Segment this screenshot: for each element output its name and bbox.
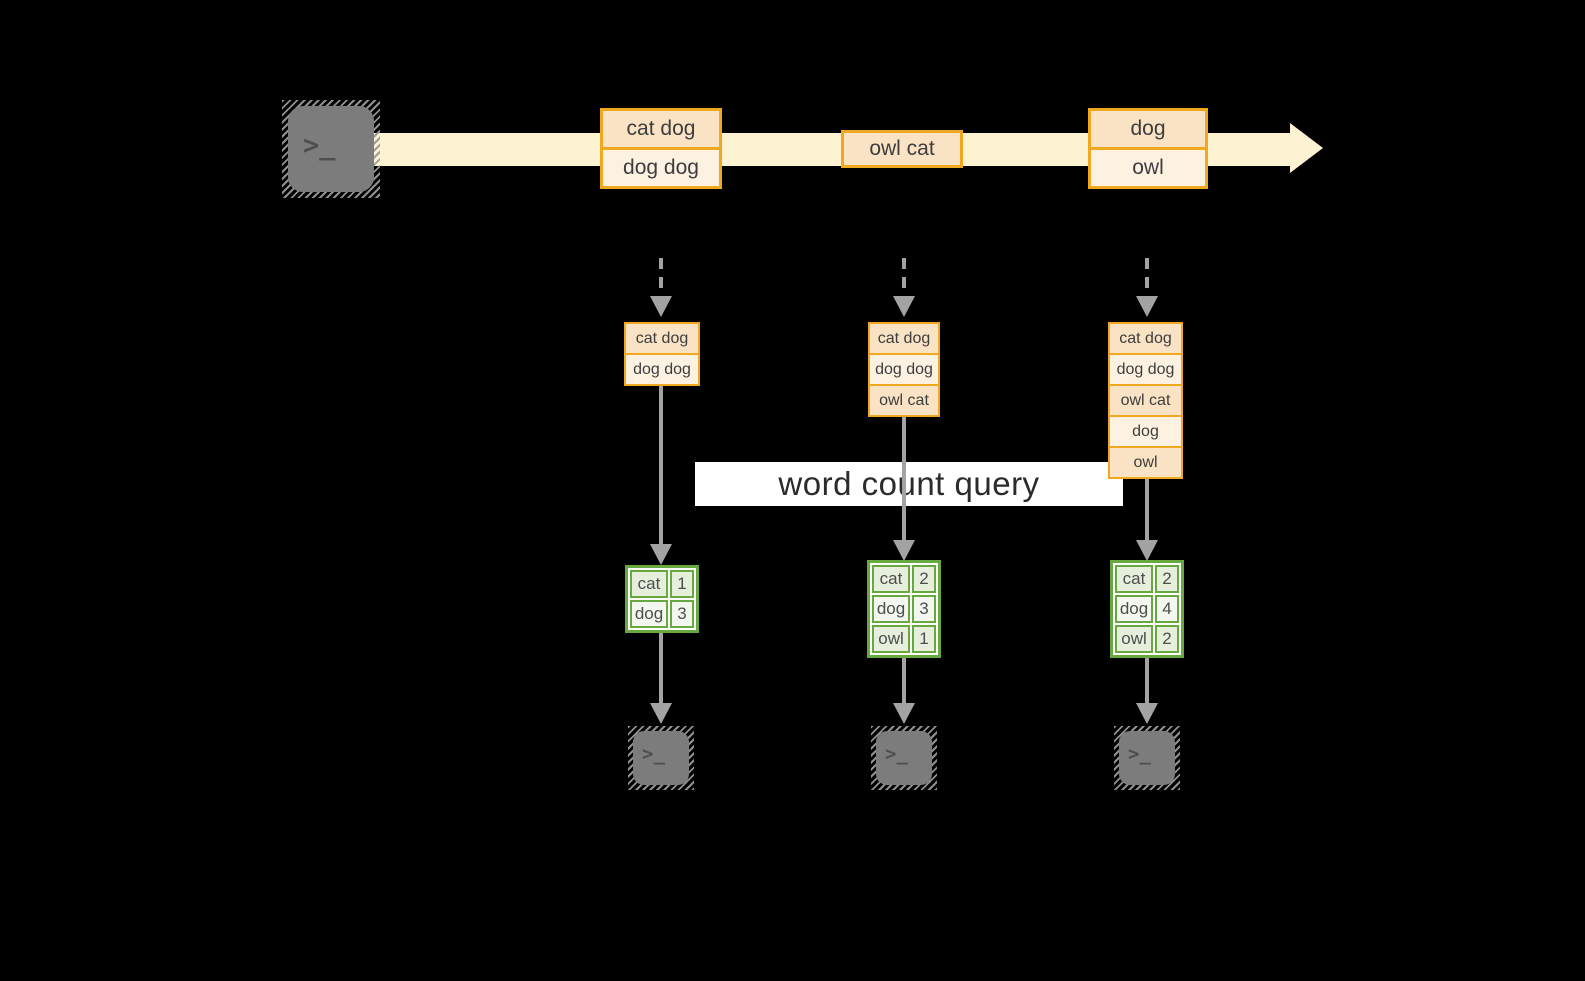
stream-event-row: owl cat [844,133,960,165]
query-label: word count query [778,465,1040,502]
connector-arrowhead-icon [650,544,672,565]
buffer-row: dog dog [626,353,698,384]
connector-arrowhead-icon [1136,703,1158,724]
terminal-prompt-icon: >_ [303,129,336,161]
terminal-screen: >_ [1119,731,1175,785]
connector-line [902,658,906,703]
output-terminal-icon: >_ [1114,726,1180,790]
trigger-arrowhead-icon [893,296,915,317]
output-terminal-icon: >_ [628,726,694,790]
count-table: cat 1 dog 3 [625,565,699,633]
connector-line [1145,479,1149,540]
buffer-row: cat dog [870,324,938,353]
terminal-prompt-icon: >_ [642,743,665,765]
buffer-row: dog dog [870,353,938,384]
output-terminal-icon: >_ [871,726,937,790]
trigger-arrowhead-icon [650,296,672,317]
buffer-row: owl cat [870,384,938,415]
connector-arrowhead-icon [1136,540,1158,561]
table-cell-count: 1 [912,625,936,653]
count-table: cat 2 dog 4 owl 2 [1110,560,1184,658]
buffer-row: cat dog [626,324,698,353]
count-table: cat 2 dog 3 owl 1 [867,560,941,658]
stream-arrowhead-icon [1290,123,1323,173]
table-cell-count: 3 [670,600,694,628]
stream-event: cat dog dog dog [600,108,722,189]
stream-event: dog owl [1088,108,1208,189]
pane-buffer: cat dog dog dog owl cat dog owl [1108,322,1183,479]
trigger-dashed-line [659,258,663,296]
table-cell-word: dog [872,595,910,623]
table-cell-count: 2 [912,565,936,593]
table-cell-count: 3 [912,595,936,623]
source-terminal-icon: >_ [282,100,380,198]
buffer-row: owl cat [1110,384,1181,415]
terminal-screen: >_ [633,731,689,785]
terminal-prompt-icon: >_ [1128,743,1151,765]
stream-event: owl cat [841,130,963,168]
connector-line [659,386,663,544]
pane-buffer: cat dog dog dog [624,322,700,386]
buffer-row: cat dog [1110,324,1181,353]
table-cell-word: owl [872,625,910,653]
query-band: word count query [695,462,1123,506]
terminal-screen: >_ [876,731,932,785]
table-cell-word: dog [630,600,668,628]
table-cell-count: 2 [1155,625,1179,653]
buffer-row: dog [1110,415,1181,446]
table-cell-word: dog [1115,595,1153,623]
connector-arrowhead-icon [893,703,915,724]
stream-event-row: dog [1091,111,1205,147]
terminal-prompt-icon: >_ [885,743,908,765]
table-cell-count: 4 [1155,595,1179,623]
table-cell-word: owl [1115,625,1153,653]
table-cell-word: cat [1115,565,1153,593]
table-cell-count: 2 [1155,565,1179,593]
connector-arrowhead-icon [893,540,915,561]
connector-arrowhead-icon [650,703,672,724]
trigger-dashed-line [902,258,906,296]
pane-buffer: cat dog dog dog owl cat [868,322,940,417]
connector-line [1145,658,1149,703]
stream-event-row: cat dog [603,111,719,147]
table-cell-word: cat [872,565,910,593]
stream-event-row: dog dog [603,147,719,186]
connector-line [659,633,663,703]
buffer-row: dog dog [1110,353,1181,384]
connector-line [902,417,906,540]
buffer-row: owl [1110,446,1181,477]
table-cell-count: 1 [670,570,694,598]
stream-event-row: owl [1091,147,1205,186]
terminal-screen: >_ [288,106,374,192]
trigger-arrowhead-icon [1136,296,1158,317]
table-cell-word: cat [630,570,668,598]
trigger-dashed-line [1145,258,1149,296]
